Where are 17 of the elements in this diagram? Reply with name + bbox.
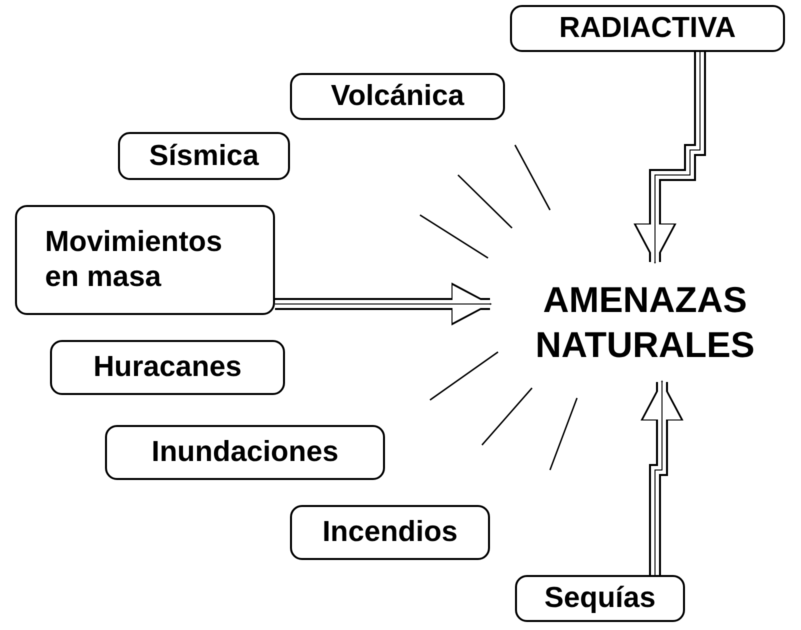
box-label: Incendios [322,515,458,550]
box-label: Huracanes [93,350,242,385]
box-label: Sequías [544,581,656,616]
rounded-box [118,132,290,180]
rounded-box [290,505,490,560]
box-label: Volcánica [330,79,464,114]
rounded-box [50,340,285,395]
rounded-box [515,575,685,622]
box-label: Movimientos en masa [45,225,224,295]
heading-text: AMENAZAS NATURALES [534,278,756,367]
rounded-box [105,425,385,480]
box-label: Sísmica [149,138,259,174]
rounded-box [510,5,785,52]
box-label: RADIACTIVA [559,11,736,46]
box-label: Inundaciones [152,435,338,470]
rounded-box [15,205,275,315]
rounded-box [290,73,505,120]
